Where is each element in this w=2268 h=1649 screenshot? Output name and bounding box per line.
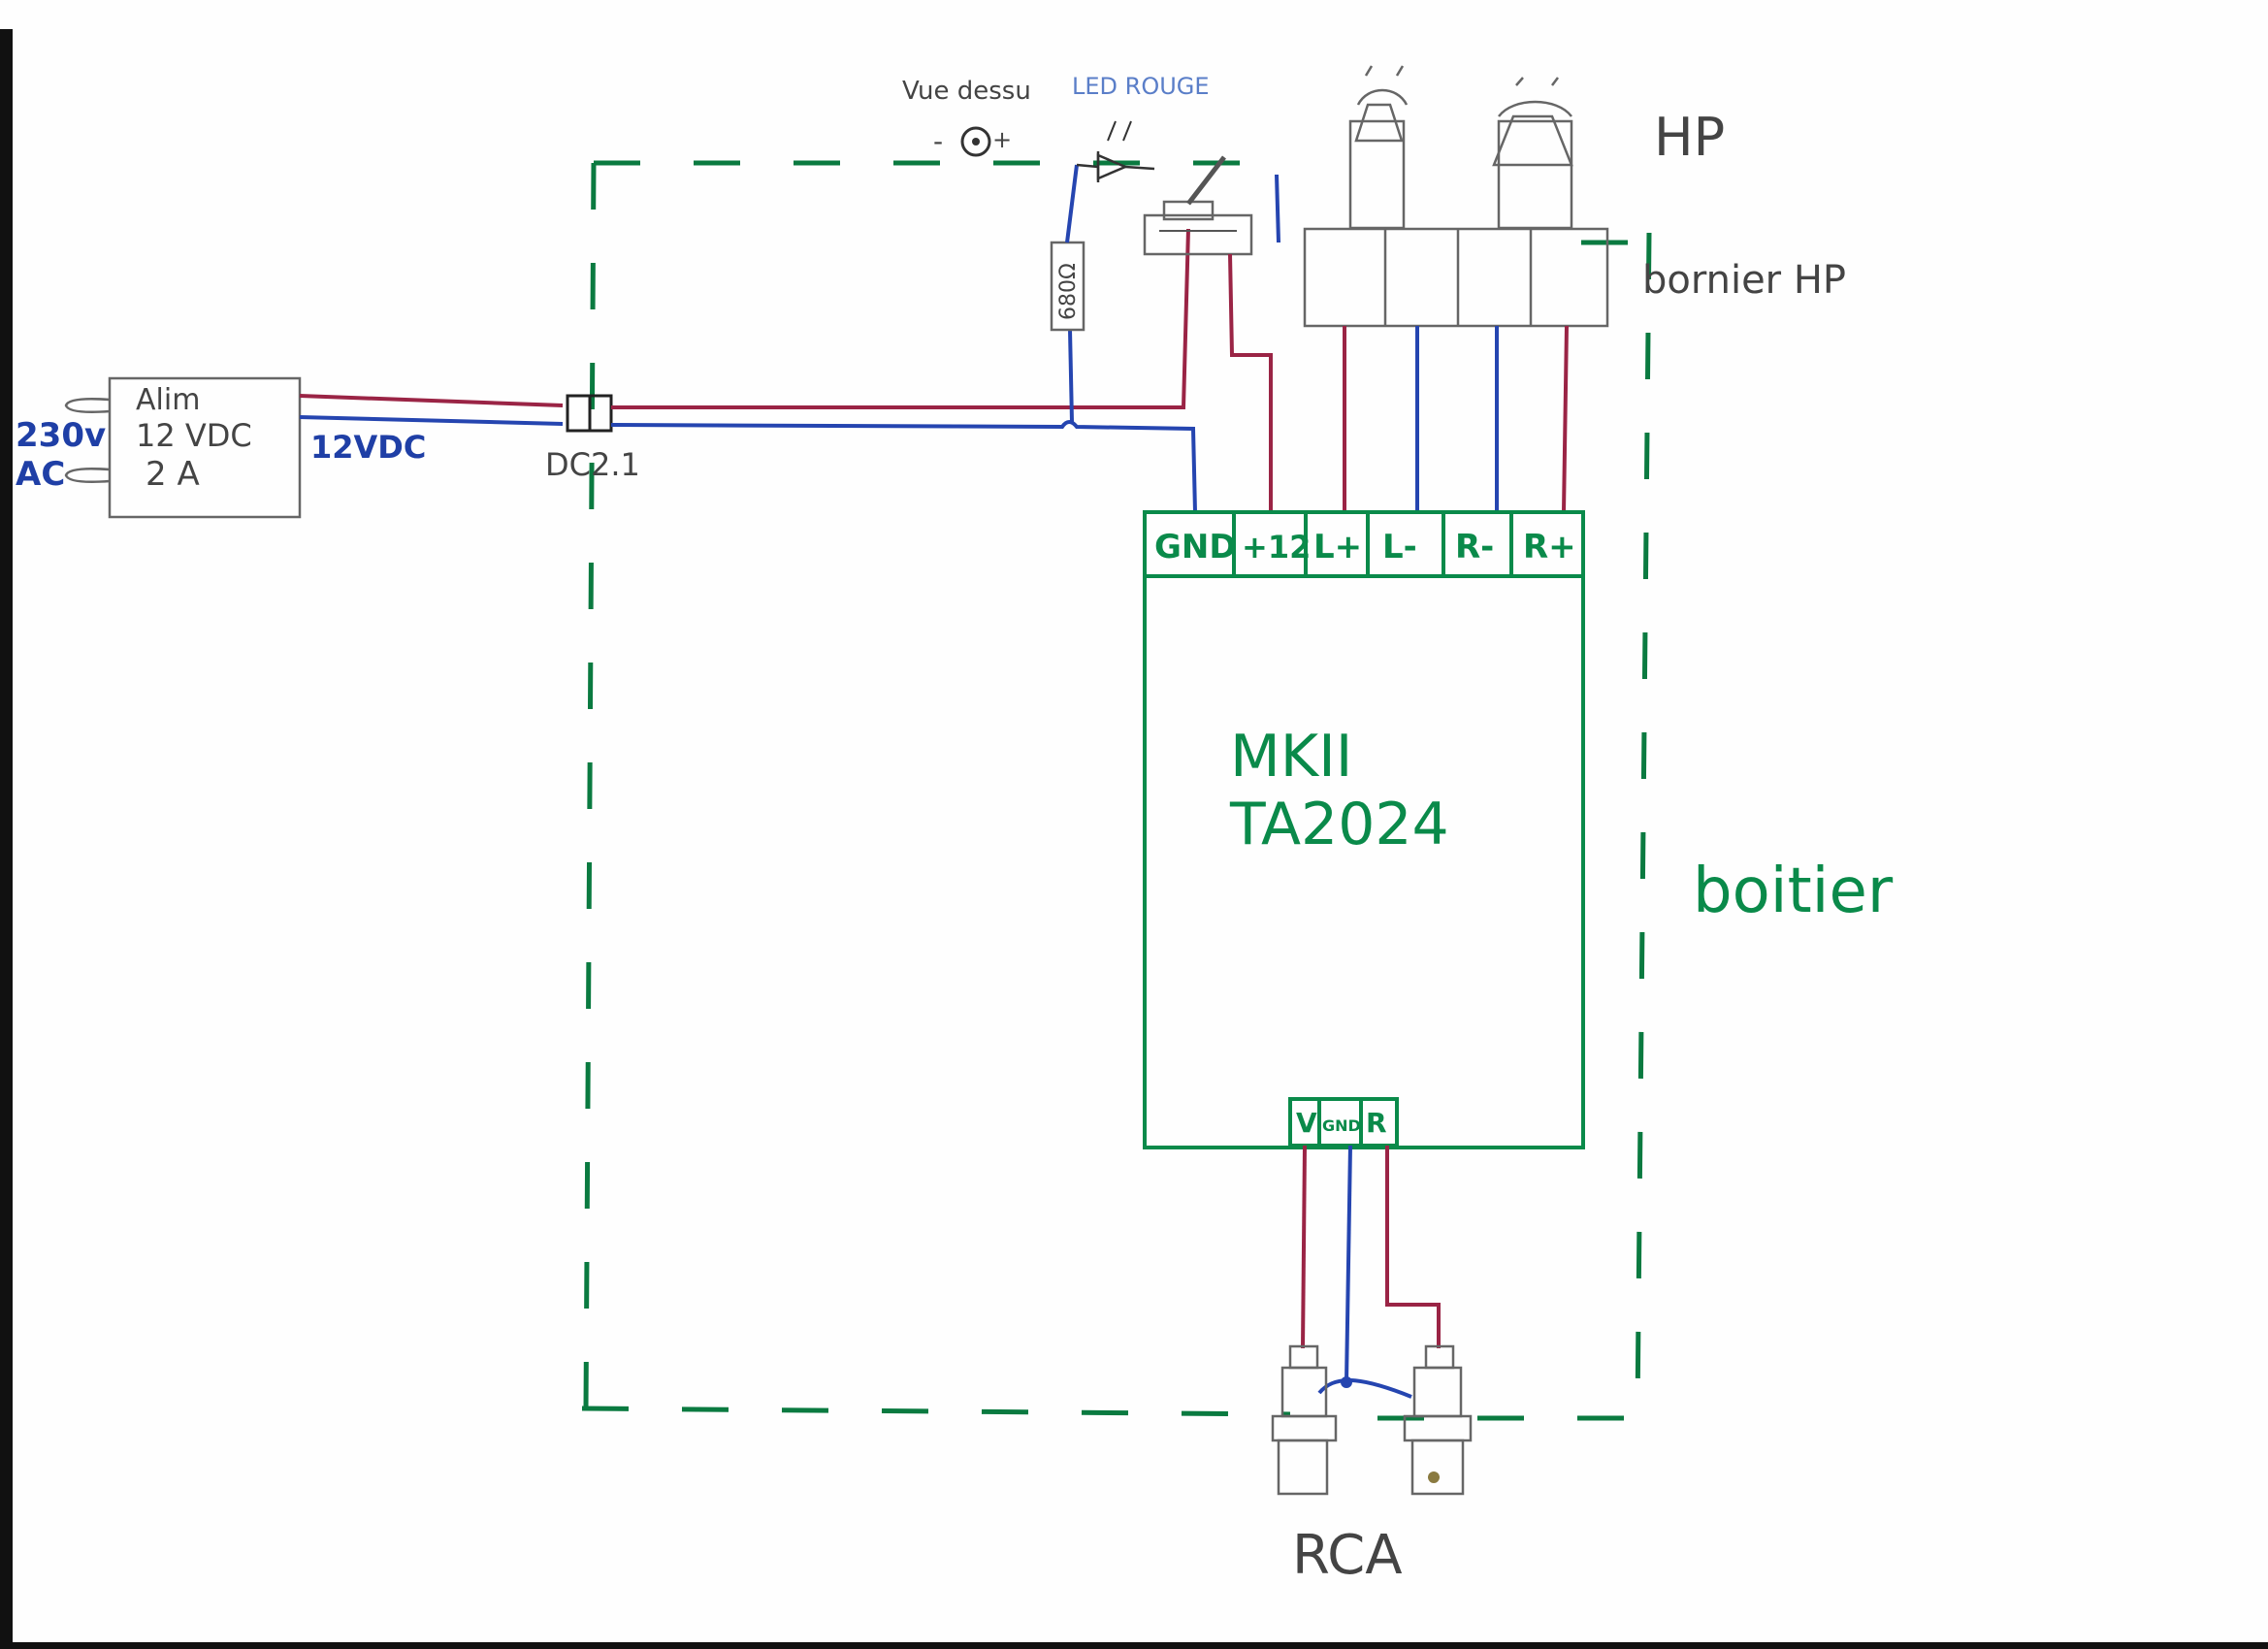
psu-label-line1: Alim [136,383,200,417]
dc-output-label: 12VDC [310,429,426,466]
scan-edge-left [0,29,13,1649]
board-name-line2: TA2024 [1229,791,1449,858]
speaker-terminal-block [1303,227,1609,328]
input-terminal-v: V [1296,1107,1317,1139]
jack-top-view: - + [933,125,1012,157]
input-terminal-r: R [1366,1107,1387,1139]
speakers-label: HP [1654,107,1725,168]
terminal-l-minus: L- [1382,528,1417,566]
dc-jack-label: DC2.1 [545,446,640,483]
board-name-line1: MKII [1230,723,1353,791]
top-view-label: Vue dessu [902,77,1031,106]
svg-text:-: - [933,125,943,157]
power-switch [1143,155,1253,256]
rca-connector-right [1403,1344,1473,1496]
terminal-r-plus: R+ [1523,528,1576,566]
speaker-terminal-label: bornier HP [1642,258,1846,303]
svg-text:+: + [992,126,1012,153]
power-supply: Alim 12 VDC 2 A [64,376,302,519]
scan-edge-bottom [0,1642,2268,1649]
enclosure-label: boitier [1693,856,1894,927]
rca-label: RCA [1292,1524,1403,1587]
mains-voltage-label: 230v [16,416,106,455]
speaker-left [1348,65,1409,230]
terminal-plus12: +12 [1242,529,1311,566]
terminal-r-minus: R- [1455,528,1494,566]
terminal-gnd: GND [1154,528,1237,566]
enclosure-outline [581,160,1652,1421]
led-label: LED ROUGE [1072,73,1210,100]
psu-label-line2: 12 VDC [136,417,252,454]
input-terminal-gnd: GND [1322,1116,1361,1135]
speaker-right [1492,77,1573,230]
led-red [1076,120,1155,182]
mains-type-label: AC [16,455,65,494]
dc-jack: DC2.1 [545,394,640,483]
psu-label-line3: 2 A [146,455,200,494]
amplifier-board: GND +12 L+ L- R- R+ MKII TA2024 V GND R [1143,510,1585,1149]
rca-connector-left [1271,1344,1338,1496]
resistor-label: 680Ω [1056,263,1081,320]
terminal-l-plus: L+ [1313,528,1362,566]
